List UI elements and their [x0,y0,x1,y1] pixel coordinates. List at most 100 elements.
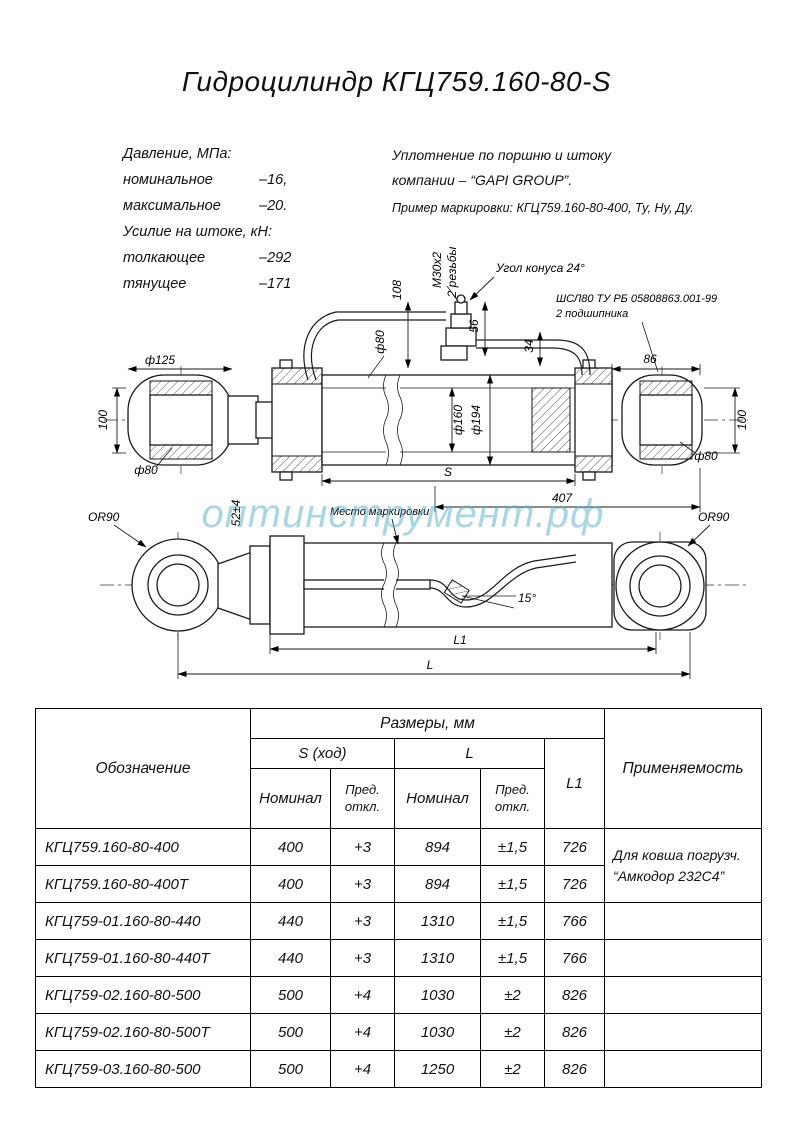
s-cell: 500 [250,976,331,1014]
force-header: Усилие на штоке, кН: [123,224,273,240]
application-cell-empty [604,902,763,940]
col-header-s-nominal: Номинал [250,768,331,829]
seal-note-line2: компании – “GAPI GROUP”. [392,172,573,188]
dimensions-top-view: ф125 108 М30х2 2 резьбы Угол конуса 24° … [96,246,749,512]
spec-row: максимальное –20. [123,193,305,219]
designation-cell: КГЦ759-02.160-80-500 [35,976,251,1014]
l-cell: 1310 [394,939,481,977]
table-row: КГЦ759-01.160-80-440Т 440 +3 1310 ±1,5 7… [35,939,763,977]
cone-angle-label: Угол конуса 24° [495,261,585,275]
dim-label-S: S [444,465,452,479]
dim-label-d80-rod: ф80 [373,330,387,354]
marking-example-note: Пример маркировки: КГЦ759.160-80-400, Ту… [392,201,694,215]
bearing-count-label: 2 подшипника [555,308,628,320]
or90-left-label: OR90 [88,510,120,524]
spec-label: максимальное [123,198,221,214]
s-dev-cell: +4 [330,1013,395,1051]
spec-value: –292 [259,250,292,266]
table-row: КГЦ759.160-80-400 400 +3 894 ±1,5 726 Дл… [35,828,763,903]
l-cell: 1030 [394,1013,481,1051]
clevis [217,551,253,621]
l-dev-cell: ±1,5 [480,865,545,903]
dim-label-d80-left: ф80 [134,463,158,477]
s-dev-cell: +3 [330,865,395,903]
spec-row: номинальное –16, [123,167,305,193]
marking-place-label: Место маркировки [330,506,429,518]
dim-label-407: 407 [552,491,573,505]
s-dev-cell: +4 [330,976,395,1014]
spec-label: номинальное [123,172,213,188]
dimensions-plan-view: OR90 OR90 52±4 Место маркировки 15° L1 L [88,499,730,679]
application-line1: Для ковша погрузч. [613,847,741,864]
page-title: Гидроцилиндр КГЦ759.160-80-S [181,66,612,97]
spec-label: толкающее [123,250,206,266]
col-header-sizes: Размеры, мм [249,708,606,739]
seal-note-line1: Уплотнение по поршню и штоку [392,147,612,163]
s-dev-cell: +3 [330,939,395,977]
l-dev-cell: ±2 [480,1013,545,1051]
dim-label-d80-right: ф80 [694,449,718,463]
l-cell: 894 [394,865,481,903]
break-line [393,542,399,628]
spec-block: Давление, МПа: номинальное –16, максимал… [123,141,305,297]
dim-label-52: 52±4 [229,499,243,526]
col-header-s-group: S (ход) [250,738,395,769]
table-row: КГЦ759-01.160-80-440 440 +3 1310 ±1,5 76… [35,902,763,940]
dim-label-d194: ф194 [469,405,483,435]
l-dev-cell: ±2 [480,976,545,1014]
s-dev-cell: +3 [330,902,395,940]
designation-cell: КГЦ759-01.160-80-440Т [35,939,251,977]
application-line2: “Амкодор 232С4” [613,867,725,884]
side-section-view [104,294,748,481]
dim-label-108: 108 [390,280,404,300]
piston [531,387,571,453]
break-line [381,542,387,628]
spec-value: –16, [259,172,288,188]
l1-cell: 766 [543,939,606,977]
application-cell-empty [604,939,763,977]
dim-label-d125: ф125 [145,353,175,367]
designation-cell: КГЦ759.160-80-400Т [35,865,251,903]
spec-value: –20. [259,198,288,214]
marking-tube [303,579,431,590]
bearing-spec-label: ШСЛ80 ТУ РБ 05808863.001-99 [556,293,717,305]
s-cell: 500 [250,1050,331,1088]
designation-cell: КГЦ759-01.160-80-440 [35,902,251,940]
spec-value: –171 [259,276,292,292]
s-cell: 400 [250,865,331,903]
designation-cell: КГЦ759-03.160-80-500 [35,1050,251,1088]
l1-cell: 826 [543,1013,606,1051]
spec-label: тянущее [123,276,187,292]
l-dev-cell: ±1,5 [480,939,545,977]
hydraulic-tube-plan [429,554,577,601]
l-dev-cell: ±1,5 [480,902,545,940]
rod-clevis-block [227,395,259,445]
notes-block: Уплотнение по поршню и штоку компании – … [392,143,744,221]
table-row: КГЦ759-03.160-80-500 500 +4 1250 ±2 826 [35,1050,763,1088]
dim-label-100-left: 100 [96,410,110,430]
spec-row: тянущее –171 [123,271,305,297]
table-row: КГЦ759-02.160-80-500 500 +4 1030 ±2 826 [35,976,763,1014]
designation-cell: КГЦ759.160-80-400 [35,828,251,866]
application-cell: Для ковша погрузч. “Амкодор 232С4” [604,828,763,903]
application-cell-empty [604,1050,763,1088]
hydraulic-tube [303,311,446,381]
thread-count-label: 2 резьбы [445,246,459,298]
pressure-header: Давление, МПа: [123,146,232,162]
col-header-l-nominal: Номинал [394,768,481,829]
dim-label-L1: L1 [453,633,466,647]
or90-right-label: OR90 [698,510,730,524]
dim-label-34: 34 [522,339,536,353]
col-header-l1: L1 [543,738,606,829]
l-cell: 1030 [394,976,481,1014]
col-header-application: Применяемость [604,708,763,829]
col-header-l-deviation: Пред. откл. [480,768,545,829]
s-cell: 400 [250,828,331,866]
hydraulic-tube [476,339,591,376]
dim-label-86: 86 [643,352,657,366]
application-cell-empty [604,976,763,1014]
l1-cell: 726 [543,865,606,903]
dim-label-56: 56 [467,319,481,333]
port-fitting [440,345,468,361]
s-dev-cell: +3 [330,828,395,866]
